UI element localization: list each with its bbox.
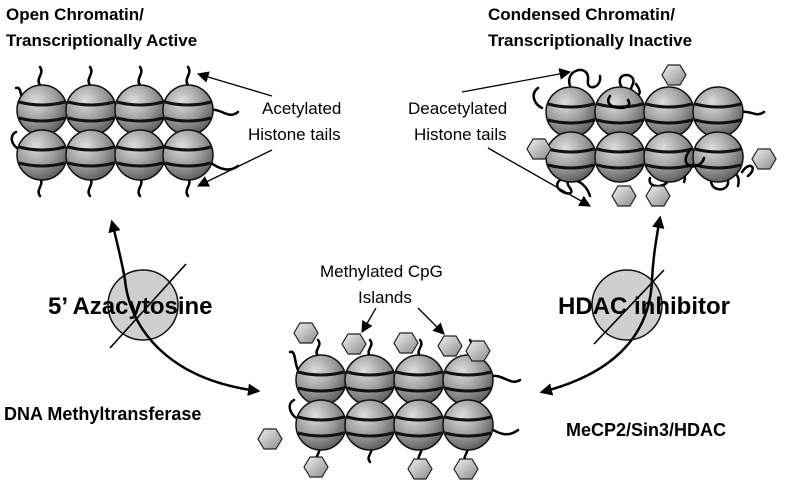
acetylated-label-line2: Histone tails [248,125,341,144]
dna-methyltransferase-label: DNA Methyltransferase [4,404,201,424]
histone-tail [315,338,321,358]
methyl-group-hexagon [341,333,367,355]
deacetylated-histone-tail [618,73,641,97]
methyl-group-hexagon [751,148,777,170]
methylated-pointer-arrow [361,307,377,334]
deacetylated-label-line2: Histone tails [414,125,507,144]
condensed-chromatin-title-line2: Transcriptionally Inactive [488,31,692,50]
dna-strand-end [488,374,522,383]
acetylated-pointer-arrow [196,149,273,187]
strikethrough-line [593,269,665,345]
deacetylated-histone-tail [740,164,754,178]
nucleosome [162,84,214,136]
methyl-group-hexagon [453,458,479,480]
dna-strand-end [488,426,520,436]
azacytosine-label: 5’ Azacytosine [48,293,213,320]
condensed-chromatin-cluster [526,64,777,207]
nucleosome [643,86,695,138]
methyl-group-hexagon [303,456,329,478]
methyl-group-hexagon [661,64,687,86]
acetylated-pointer-arrow [196,71,273,97]
nucleosome [16,84,68,136]
methyl-group-hexagon [293,322,319,344]
deacetylated-pointer-arrow [461,68,572,93]
nucleosome [692,131,744,183]
methyl-group-hexagon [611,185,637,207]
nucleosome [295,354,347,406]
nucleosome [344,399,396,451]
methyl-group-hexagon [437,335,463,357]
histone-tail [367,338,373,358]
methyl-group-hexagon [393,332,419,354]
open-chromatin-title-line1: Open Chromatin/ [6,5,144,24]
methylated-chromatin-cluster [257,322,522,480]
dna-strand-end [288,350,300,372]
nucleosome [65,129,117,181]
dna-strand-end [208,108,240,117]
right-pathway-arrow [539,215,665,396]
nucleosome [114,84,166,136]
methylated-cpg-label-line1: Methylated CpG [320,262,443,281]
nucleosome [393,354,445,406]
nucleosome [344,354,396,406]
methyl-group-hexagon [465,340,491,362]
strikethrough-line [109,263,187,349]
deacetylated-pointer-arrow [487,147,592,207]
nucleosome [393,399,445,451]
nucleosome [65,84,117,136]
nucleosome [594,131,646,183]
methyl-group-hexagon [526,138,552,160]
acetylated-histone-tail [185,65,191,87]
acetylated-label-line1: Acetylated [262,99,341,118]
histone-tail [417,338,423,358]
deacetylated-label-line1: Deacetylated [408,99,507,118]
deacetylated-histone-tail [606,94,631,110]
nucleosome [545,86,597,138]
nucleosome [692,86,744,138]
nucleosome [442,399,494,451]
methylated-pointer-arrow [417,307,445,335]
mecp2-sin3-hdac-label: MeCP2/Sin3/HDAC [566,420,726,440]
deacetylated-histone-tail [684,148,706,168]
methyl-group-hexagon [645,185,671,207]
nucleosome [545,131,597,183]
nucleosome [442,354,494,406]
acetylated-histone-tail [137,65,143,87]
nucleosome [295,399,347,451]
open-chromatin-cluster [10,65,240,198]
nucleosome [594,86,646,138]
methyl-group-hexagon [407,458,433,480]
nucleosome [16,129,68,181]
nucleosome [114,129,166,181]
open-chromatin-title-line2: Transcriptionally Active [6,31,197,50]
methyl-group-hexagon [257,428,283,450]
dna-strand-end [532,86,544,110]
hdac-inhibitor-label: HDAC inhibitor [558,293,730,320]
acetylated-histone-tail [87,65,93,87]
nucleosome [162,129,214,181]
condensed-chromatin-title-line1: Condensed Chromatin/ [488,5,675,24]
left-pathway-arrow [108,219,261,396]
acetylated-histone-tail [37,65,43,87]
methylated-cpg-label-line2: Islands [358,288,412,307]
